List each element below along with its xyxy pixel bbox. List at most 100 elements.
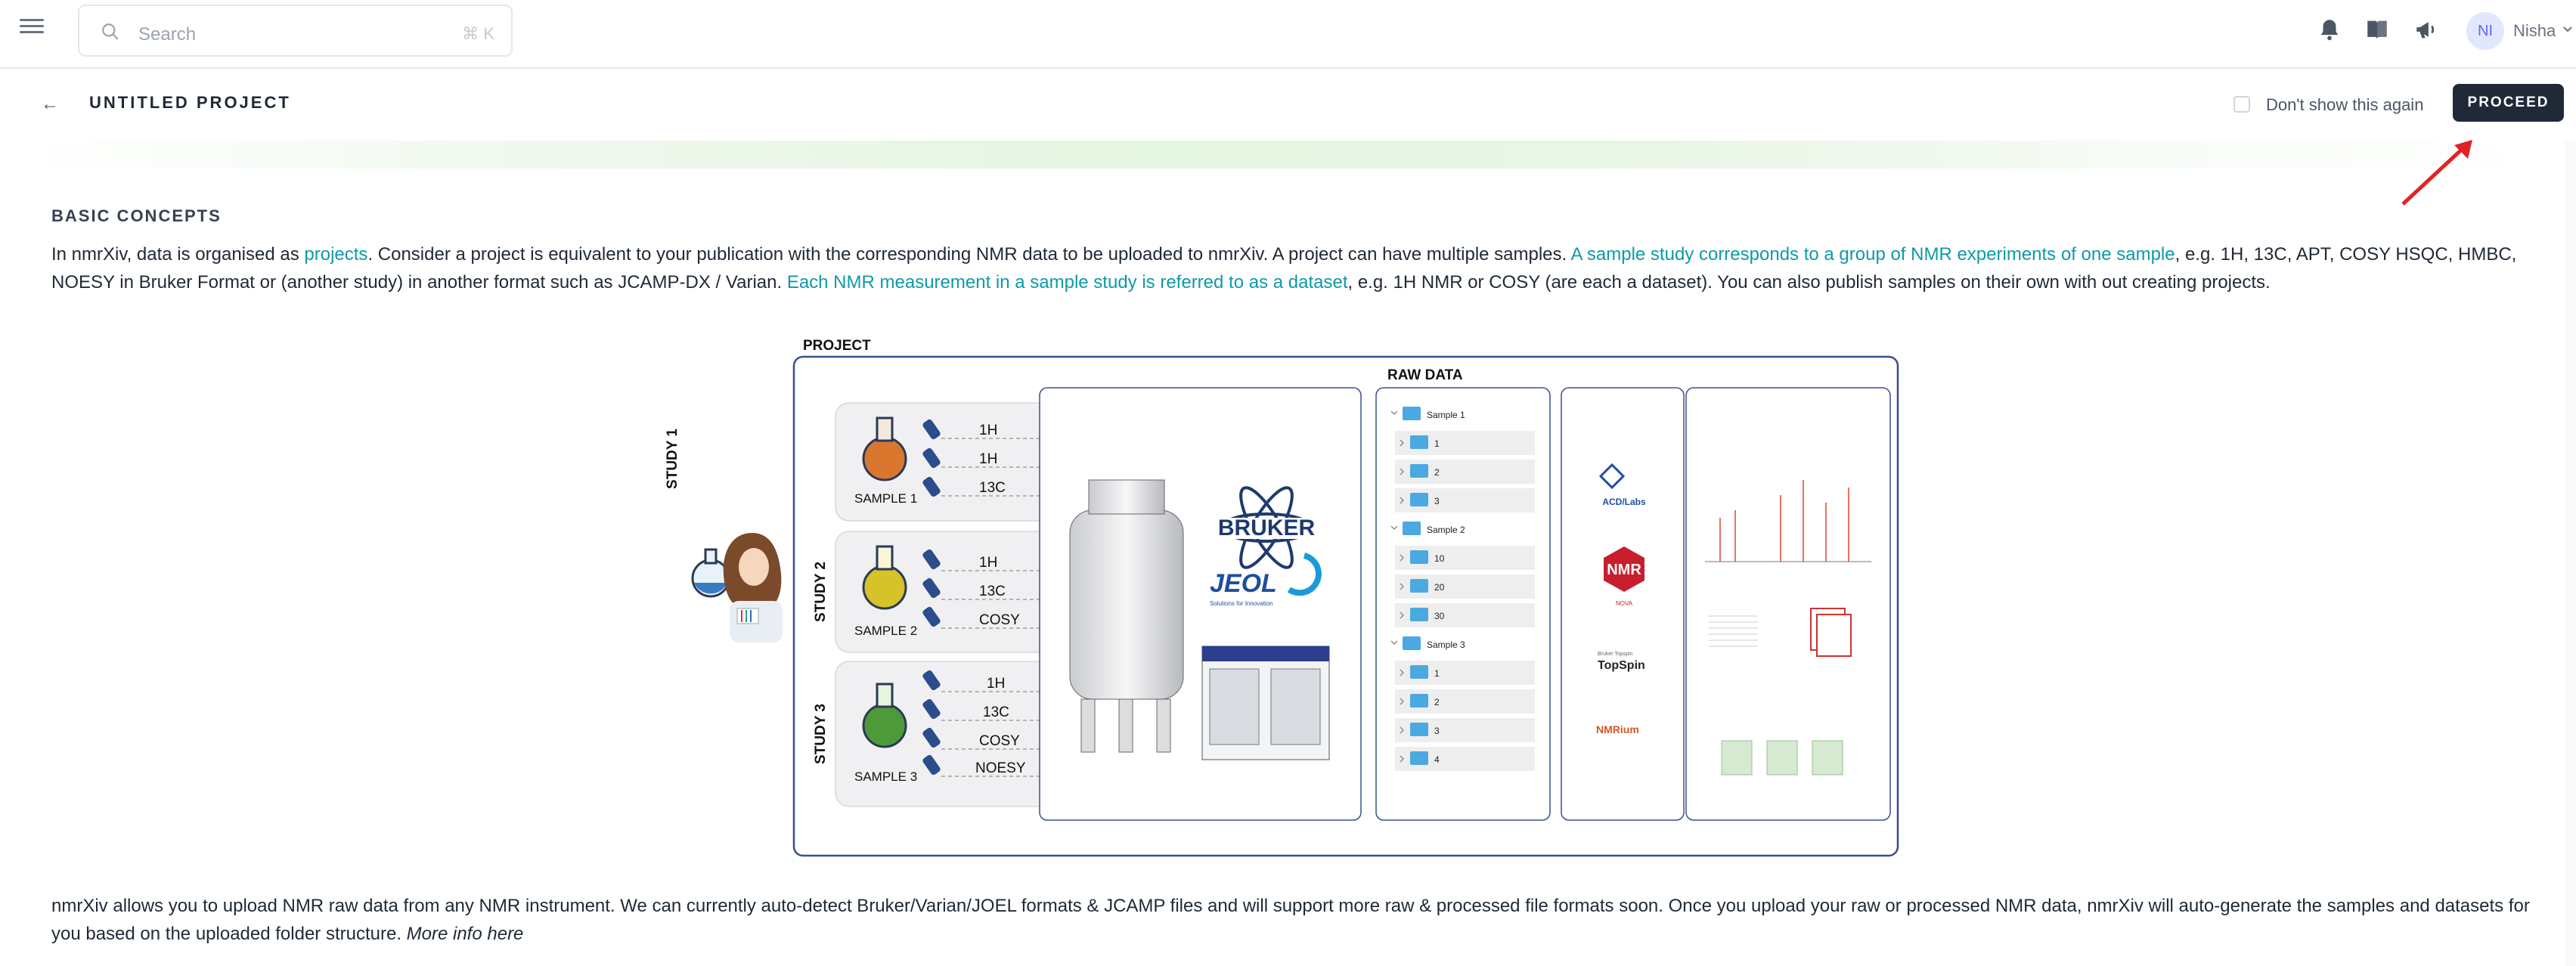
svg-text:Bruker Topspin: Bruker Topspin <box>1598 652 1633 657</box>
spectrometer-panel: BRUKER JEOL Solutions for Innovation <box>1039 387 1362 821</box>
folder-chevron <box>1400 698 1404 705</box>
back-button[interactable]: ← <box>41 94 59 114</box>
top-bar: Search ⌘ K NI Nisha <box>0 0 2576 69</box>
folder-name: Sample 1 <box>1427 410 1465 420</box>
decorative-gradient <box>23 141 2548 169</box>
svg-text:1H: 1H <box>987 676 1005 692</box>
folder-name: Sample 2 <box>1427 525 1465 535</box>
folder-chevron <box>1390 640 1398 645</box>
folder-chevron <box>1400 554 1404 562</box>
book-icon[interactable] <box>2364 17 2390 42</box>
folder-child-name: 4 <box>1434 754 1440 765</box>
folder-child-name: 20 <box>1434 582 1445 593</box>
section-heading: BASIC CONCEPTS <box>51 206 222 225</box>
project-label: PROJECT <box>803 338 871 354</box>
nmr-nova-logo: NMR <box>1607 562 1641 578</box>
folder-icon <box>1410 550 1428 564</box>
project-header <box>0 69 2576 141</box>
svg-text:1H: 1H <box>979 451 997 467</box>
page-title: UNTITLED PROJECT <box>89 93 291 112</box>
folder-icon <box>1403 636 1421 650</box>
folder-chevron <box>1390 525 1398 530</box>
folder-child-name: 10 <box>1434 553 1445 564</box>
folder-chevron <box>1400 669 1404 677</box>
topspin-logo: TopSpin <box>1598 659 1645 672</box>
study-1: STUDY 1 SAMPLE 1 1H 1H 13C <box>665 402 1056 522</box>
search-shortcut: ⌘ K <box>462 24 494 43</box>
jeol-tagline: Solutions for Innovation <box>1210 600 1273 607</box>
bruker-logo: BRUKER <box>1218 516 1316 540</box>
folder-icon <box>1410 435 1428 449</box>
folder-child-name: 2 <box>1434 467 1440 478</box>
study-2: STUDY 2 SAMPLE 2 1H 13C COSY <box>813 531 1056 653</box>
search-input[interactable]: Search ⌘ K <box>78 5 513 57</box>
svg-text:13C: 13C <box>979 584 1006 599</box>
menu-icon[interactable] <box>20 15 44 39</box>
folder-chevron <box>1390 410 1398 415</box>
folder-chevron <box>1400 611 1404 619</box>
folder-chevron <box>1400 726 1404 734</box>
folder-chevron <box>1400 755 1404 763</box>
folder-icon <box>1410 665 1428 679</box>
folder-chevron <box>1400 468 1404 475</box>
search-icon <box>102 23 119 40</box>
chevron-down-icon[interactable] <box>2562 23 2574 35</box>
scientist-illustration <box>691 533 783 642</box>
dataset-link[interactable]: Each NMR measurement in a sample study i… <box>786 272 1348 293</box>
folder-chevron <box>1400 583 1404 590</box>
sample-2-label: SAMPLE 2 <box>854 624 917 638</box>
project-structure-diagram: PROJECT RAW DATA STUDY 1 SAMPLE 1 1H 1H … <box>665 338 1899 857</box>
folder-icon <box>1403 407 1421 420</box>
svg-text:13C: 13C <box>983 704 1009 720</box>
svg-text:13C: 13C <box>979 480 1006 496</box>
study-1-label: STUDY 1 <box>665 429 680 489</box>
folder-icon <box>1410 694 1428 707</box>
folder-icon <box>1410 608 1428 621</box>
search-placeholder: Search <box>138 24 197 45</box>
sample-1-label: SAMPLE 1 <box>854 491 917 506</box>
folder-child-name: 1 <box>1434 438 1440 449</box>
more-info-link[interactable]: More info here <box>406 924 524 944</box>
folder-chevron <box>1400 497 1404 504</box>
outputs-panel <box>1685 387 1891 821</box>
folder-icon <box>1410 723 1428 736</box>
folder-child-name: 1 <box>1434 668 1440 679</box>
nmrium-logo: NMRium <box>1596 723 1639 735</box>
folder-child-name: 3 <box>1434 496 1440 506</box>
user-name[interactable]: Nisha <box>2513 21 2556 40</box>
outro-text: nmrXiv allows you to upload NMR raw data… <box>51 896 2530 944</box>
folder-icon <box>1410 464 1428 478</box>
dont-show-checkbox[interactable] <box>2233 96 2250 113</box>
study-3: STUDY 3 SAMPLE 3 1H 13C COSY NOESY <box>813 661 1056 807</box>
folder-icon <box>1410 751 1428 765</box>
sample-study-link[interactable]: A sample study corresponds to a group of… <box>1570 244 2175 265</box>
intro-paragraph: In nmrXiv, data is organised as projects… <box>51 240 2539 296</box>
scrollbar[interactable] <box>2565 141 2576 966</box>
proceed-button[interactable]: PROCEED <box>2453 84 2564 122</box>
bell-icon[interactable] <box>2317 17 2342 42</box>
folder-chevron <box>1400 439 1404 447</box>
dont-show-label[interactable]: Don't show this again <box>2266 95 2424 114</box>
outro-paragraph: nmrXiv allows you to upload NMR raw data… <box>51 892 2539 948</box>
intro-text-1: In nmrXiv, data is organised as <box>51 244 305 265</box>
intro-text-2: . Consider a project is equivalent to yo… <box>367 244 1571 265</box>
svg-text:COSY: COSY <box>979 733 1020 749</box>
sample-3-label: SAMPLE 3 <box>854 769 917 784</box>
study-3-label: STUDY 3 <box>813 704 829 764</box>
intro-text-4: , e.g. 1H NMR or COSY (are each a datase… <box>1347 272 2271 293</box>
avatar[interactable]: NI <box>2466 12 2504 50</box>
svg-text:1H: 1H <box>979 423 997 438</box>
folder-child-name: 2 <box>1434 697 1440 707</box>
folder-icon <box>1403 522 1421 535</box>
jeol-logo: JEOL <box>1210 569 1277 598</box>
svg-text:NOVA: NOVA <box>1616 600 1633 607</box>
folder-child-name: 30 <box>1434 611 1445 621</box>
folder-icon <box>1410 493 1428 506</box>
folder-child-name: 3 <box>1434 726 1440 736</box>
projects-link[interactable]: projects <box>304 244 368 265</box>
folder-name: Sample 3 <box>1427 639 1465 650</box>
megaphone-icon[interactable] <box>2413 17 2439 42</box>
svg-text:NOESY: NOESY <box>975 760 1026 776</box>
